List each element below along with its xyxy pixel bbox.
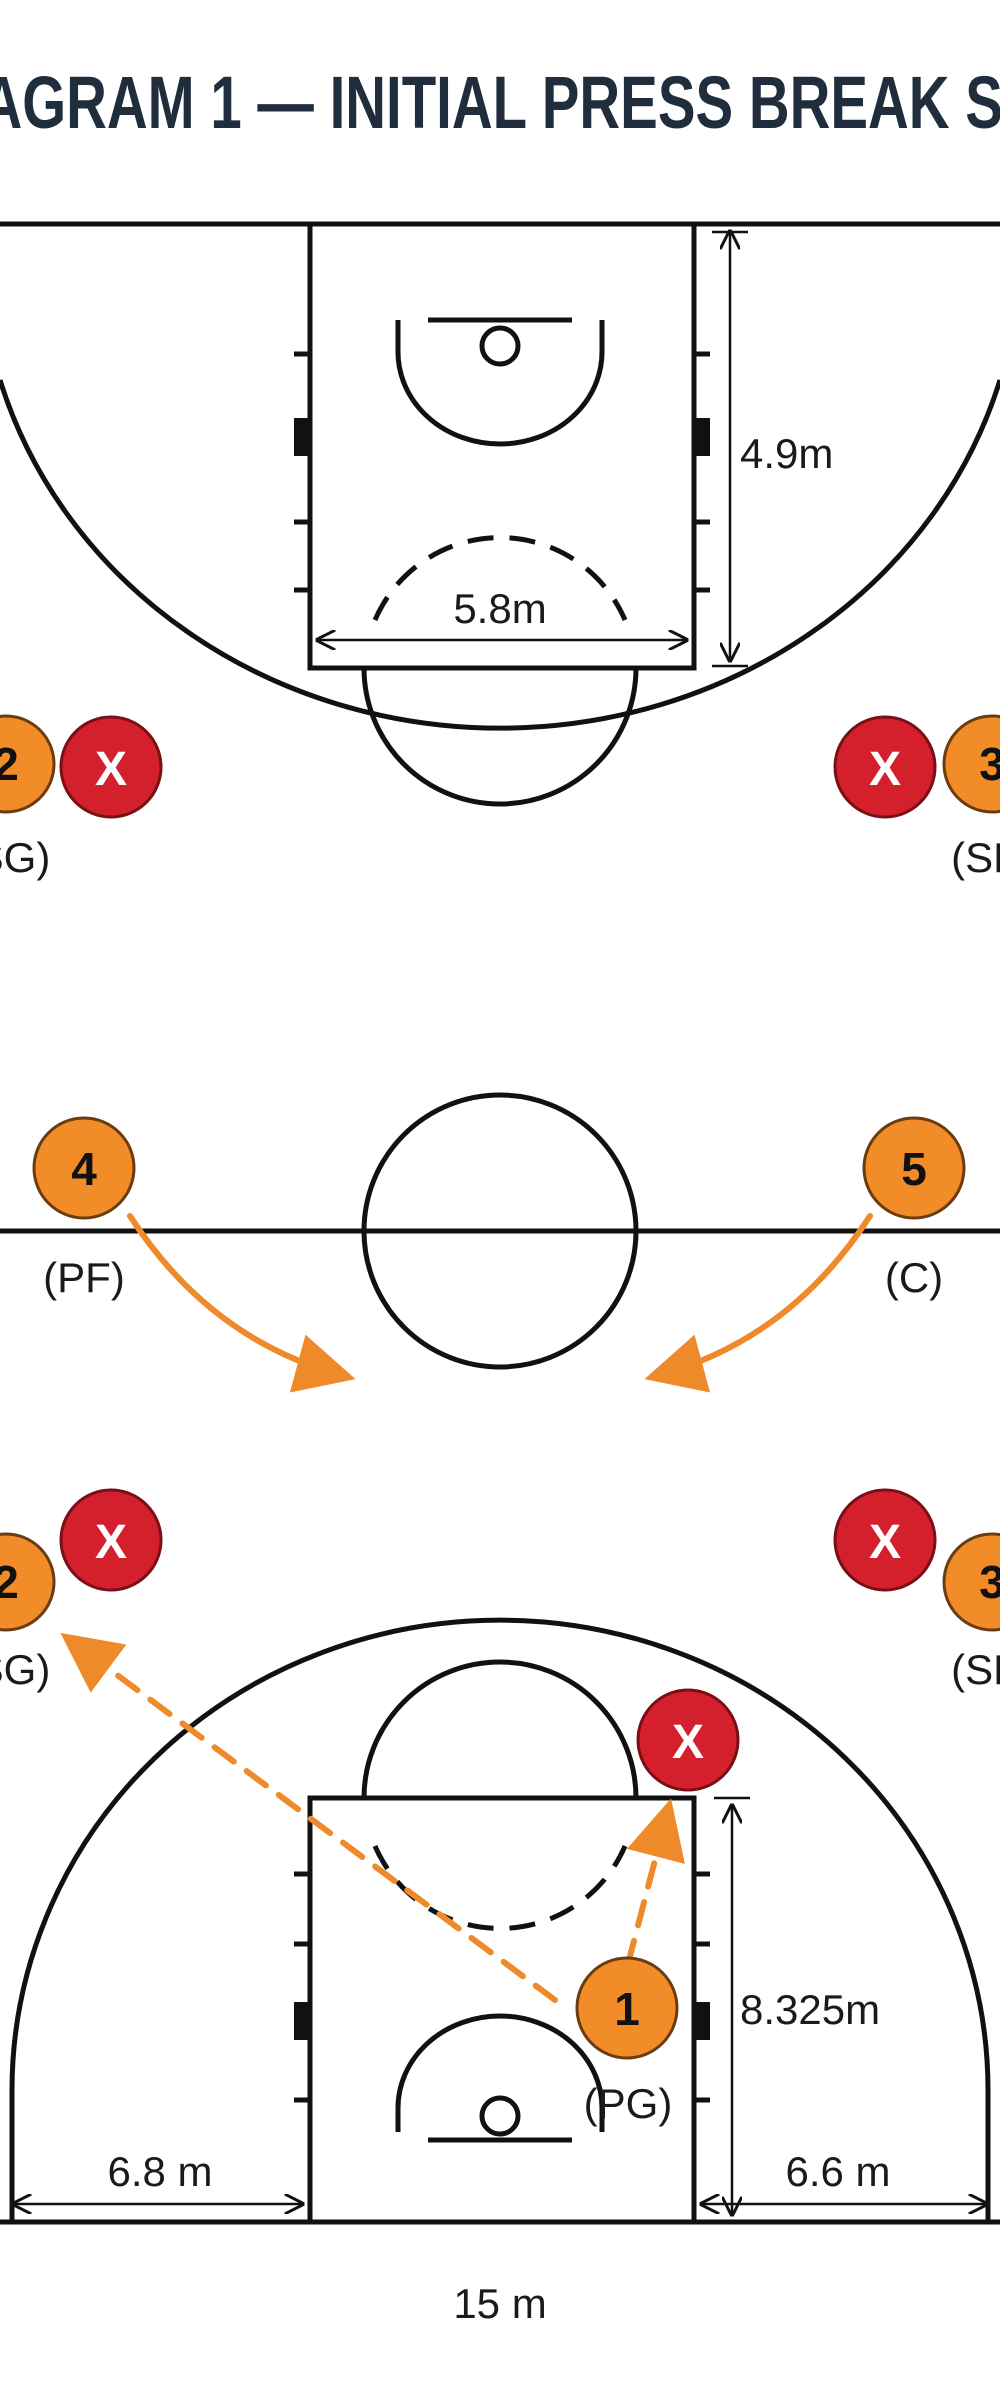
player-number: 2 [0,738,19,790]
defender-label: X [95,743,127,796]
defender-sg-bottom: X [59,1488,163,1592]
player-role: (SF) [951,834,1000,881]
bottom-three-point-arc [9,1617,991,2222]
top-rim [479,325,521,367]
top-key-width-label: 5.8m [453,585,546,632]
defender-pg-denial: X [636,1688,740,1792]
left-margin-dimension: 6.8 m [14,2148,302,2204]
c-cut-arrow [644,1213,873,1393]
player-number: 5 [901,1143,927,1195]
bottom-block-right [694,2002,710,2040]
bottom-rim [479,2095,521,2137]
center-circle [361,1092,639,1370]
bottom-half-court [0,1617,1000,2225]
defender-label: X [95,1516,127,1569]
top-key-width-dimension: 5.8m [318,585,686,640]
player-sf-bottom: 3 (SF) [942,1532,1000,1693]
midcourt [0,1092,1000,1370]
diagram-title: DIAGRAM 1 — INITIAL PRESS BREAK SET [0,61,1000,144]
defender-label: X [672,1716,704,1769]
player-role: (PF) [43,1254,125,1301]
player-sg-top: 2 (SG) [0,714,56,881]
player-number: 1 [614,1983,640,2035]
defender-sf-top: X [833,715,937,819]
player-role: (SG) [0,834,50,881]
player-number: 3 [979,738,1000,790]
movement-arrows [60,1213,873,2003]
bottom-restricted-arc [395,2013,605,2132]
bottom-block-left [294,2002,310,2040]
defender-sf-bottom: X [833,1488,937,1592]
bottom-free-throw-circle-dashed [372,1845,628,1931]
player-role: (SG) [0,1646,50,1693]
player-role: (C) [885,1254,943,1301]
player-role: (SF) [951,1646,1000,1693]
pass-to-corner-arrow [625,1798,685,1967]
top-half-court [0,221,1000,807]
right-margin-label: 6.6 m [785,2148,890,2195]
player-role: (PG) [584,2080,673,2127]
defender-label: X [869,743,901,796]
top-key-length-dimension: 4.9m [712,232,833,668]
top-free-throw-circle-dashed [372,535,628,621]
right-margin-dimension: 6.6 m [702,2148,986,2204]
player-number: 3 [979,1556,1000,1608]
bottom-free-throw-circle-upper [361,1659,639,1799]
player-pf: 4 (PF) [32,1116,136,1301]
player-c: 5 (C) [862,1116,966,1301]
top-three-point-arc [0,379,1000,731]
top-block-left [294,418,310,456]
player-sf-top: 3 (SF) [942,714,1000,881]
top-restricted-arc [395,320,605,447]
defender-label: X [869,1516,901,1569]
top-free-throw-circle-lower [361,667,639,807]
bottom-key-length-label: 8.325m [740,1986,880,2033]
defender-sg-top: X [59,715,163,819]
player-number: 4 [71,1143,97,1195]
pass-to-sg-arrow [60,1632,558,2003]
court-width-label: 15 m [453,2280,546,2327]
player-number: 2 [0,1556,19,1608]
pf-cut-arrow [127,1213,356,1393]
player-pg: 1 (PG) [575,1956,679,2127]
left-margin-label: 6.8 m [107,2148,212,2195]
top-key-length-label: 4.9m [740,430,833,477]
bottom-key-length-dimension: 8.325m [714,1796,880,2224]
player-sg-bottom: 2 (SG) [0,1532,56,1693]
top-block-right [694,418,710,456]
